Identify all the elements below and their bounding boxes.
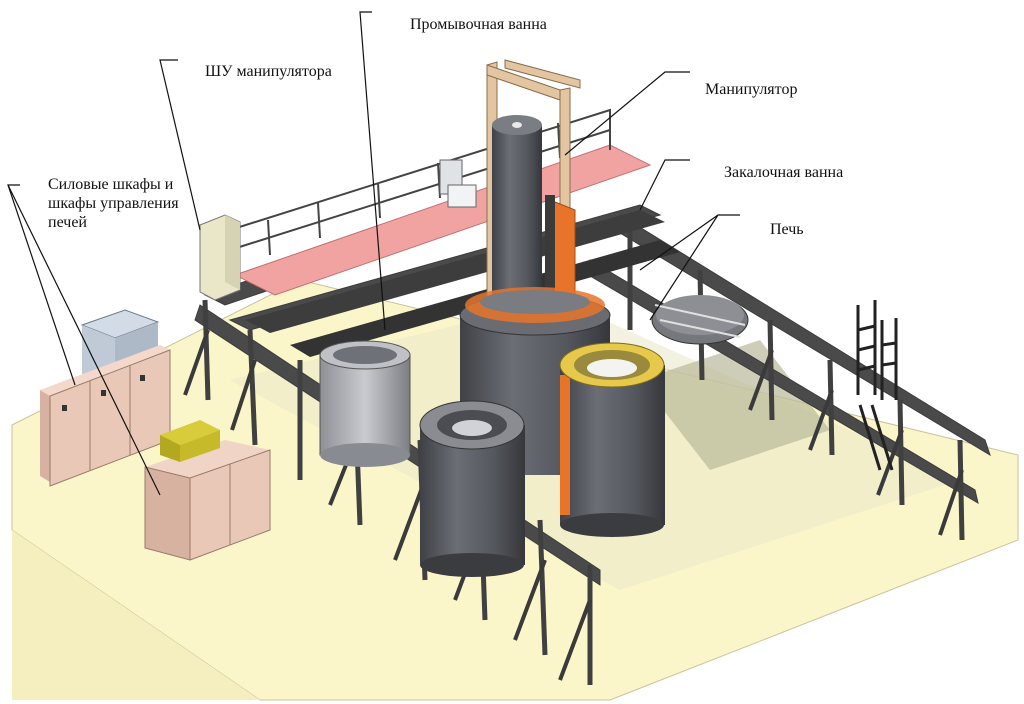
front-cabinets: [144, 420, 271, 561]
manipulator-mast: [439, 59, 581, 305]
label-furnace: Печь: [770, 221, 804, 238]
quench-bath: [419, 400, 525, 577]
ladder: [856, 300, 898, 471]
leader-lines: [7, 11, 740, 496]
manipulator-control-cabinet: [199, 214, 241, 301]
furnace-lid: [651, 295, 749, 345]
furnace: [559, 342, 665, 537]
washing-bath: [319, 340, 411, 467]
label-washing-bath: Промывочная ванна: [410, 16, 547, 33]
label-quench-bath: Закалочная ванна: [724, 164, 844, 181]
label-power-cabinets: Силовые шкафы и шкафы управления печей: [48, 176, 179, 231]
label-manipulator: Манипулятор: [705, 81, 798, 98]
label-manipulator-control: ШУ манипулятора: [205, 63, 332, 80]
